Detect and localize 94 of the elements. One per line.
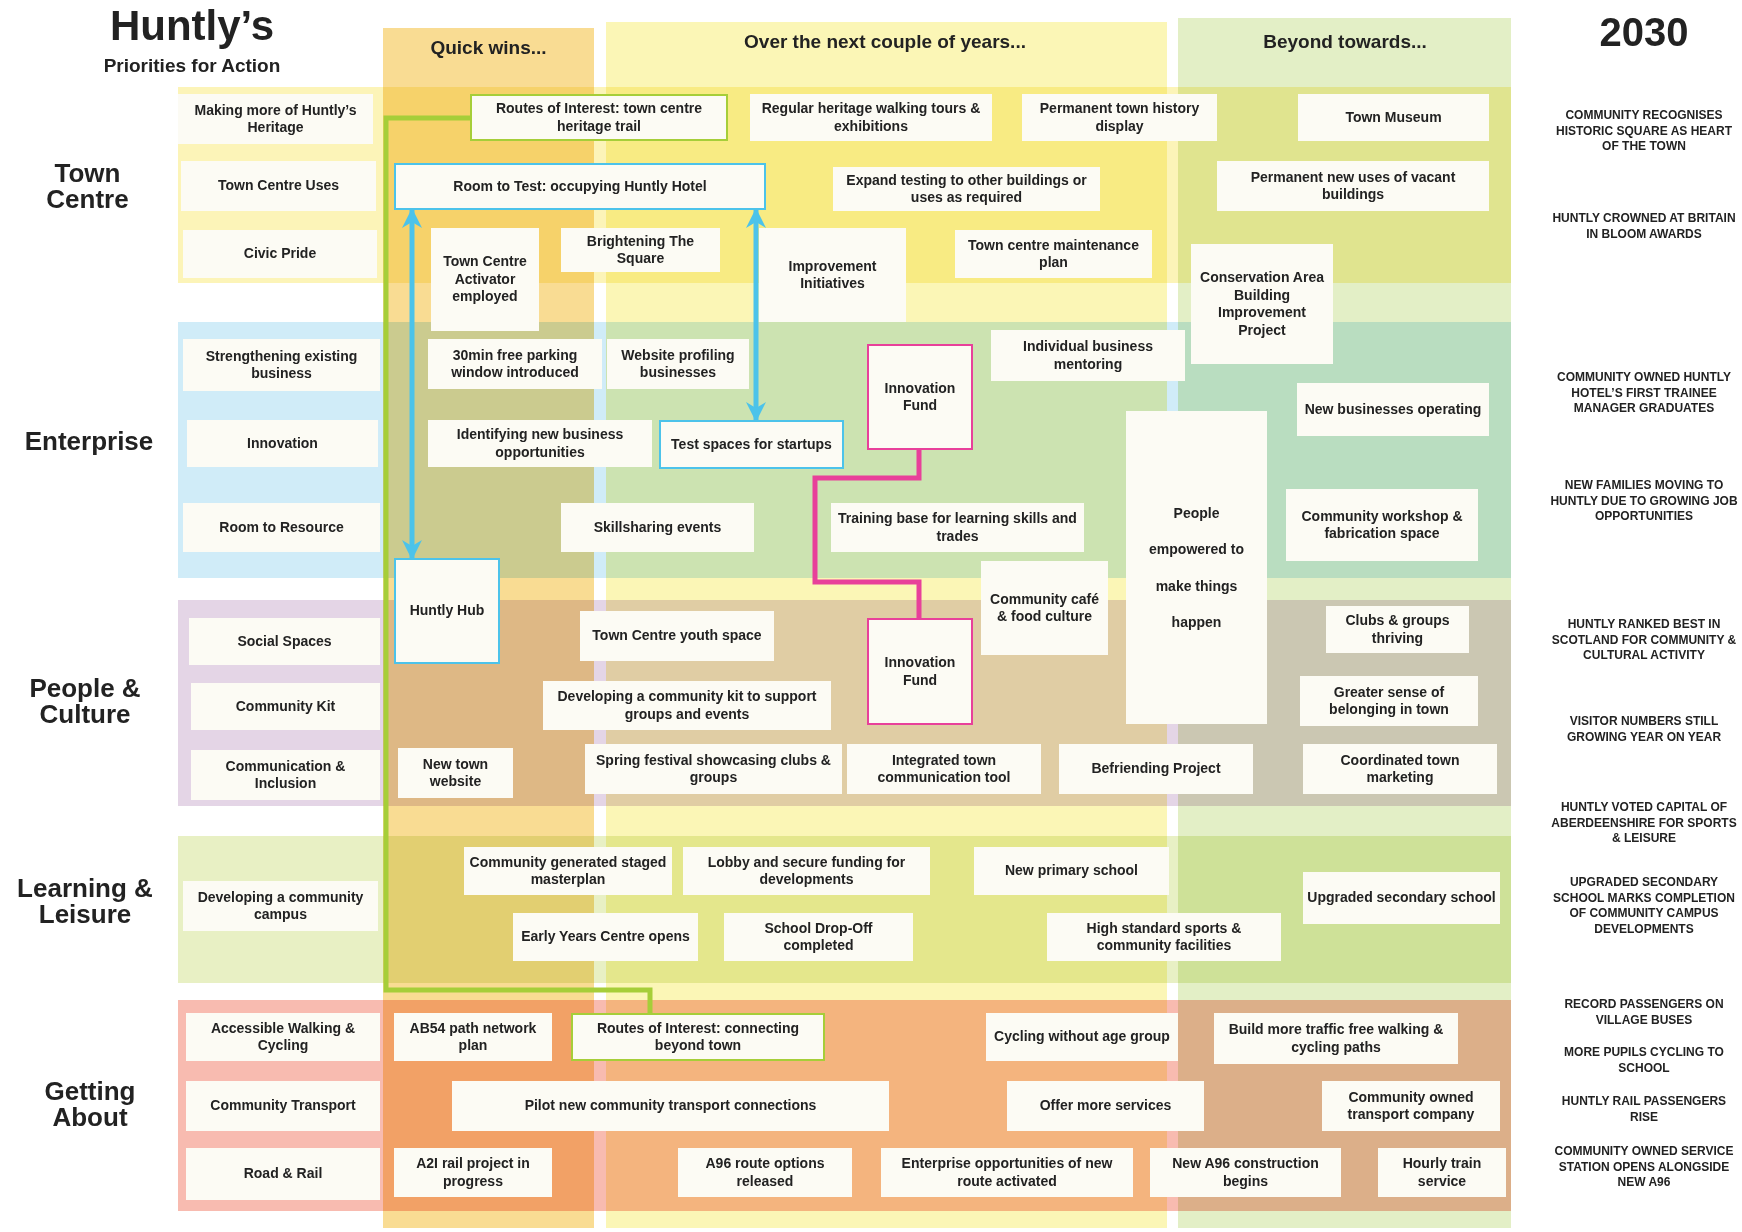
title: Huntly’s [108,2,276,50]
action-box: A96 route options released [678,1148,852,1197]
action-box: Skillsharing events [561,503,754,552]
double-arrow [402,208,422,560]
action-box: Room to Test: occupying Huntly Hotel [394,163,766,210]
action-box: Developing a community kit to support groups and events [543,681,831,730]
action-box: Routes of Interest: connecting beyond town [571,1013,825,1061]
outcome-text: COMMUNITY OWNED SERVICE STATION OPENS ALONGSIDE NEW A96 [1553,1144,1735,1191]
row-heading: Learning & Leisure [16,875,154,927]
action-box: Clubs & groups thriving [1326,606,1469,653]
outcome-text: NEW FAMILIES MOVING TO HUNTLY DUE TO GROWING JOB OPPORTUNITIES [1549,478,1739,525]
action-box: Innovation Fund [867,344,973,450]
year-heading: 2030 [1598,12,1690,52]
priority-box: Communication & Inclusion [191,750,380,800]
priority-box: Social Spaces [189,618,380,665]
priority-box: Community Kit [191,683,380,730]
action-box: Conservation Area Building Improvement Project [1191,244,1333,364]
action-box: Permanent new uses of vacant buildings [1217,161,1489,211]
action-box: Training base for learning skills and trades [831,503,1084,552]
action-box: Brightening The Square [561,228,720,272]
connector-line [812,450,922,618]
outcome-text: COMMUNITY RECOGNISES HISTORIC SQUARE AS HEART OF THE TOWN [1555,108,1733,155]
action-box: Improvement Initiatives [759,228,906,322]
priority-box: Making more of Huntly’s Heritage [178,94,373,144]
outcome-text: HUNTLY VOTED CAPITAL OF ABERDEENSHIRE FOR SPORTS & LEISURE [1550,800,1738,847]
action-box: Integrated town communication tool [847,744,1041,794]
outcome-text: VISITOR NUMBERS STILL GROWING YEAR ON YEAR [1565,714,1723,746]
action-box: A2I rail project in progress [394,1148,552,1197]
action-box: New businesses operating [1297,383,1489,436]
action-box: Town Centre youth space [580,611,774,661]
outcome-text: HUNTLY RANKED BEST IN SCOTLAND FOR COMMUNITY & CULTURAL ACTIVITY [1550,617,1738,664]
action-box: Test spaces for startups [659,420,844,469]
action-box: Early Years Centre opens [513,913,698,961]
priority-box: Strengthening existing business [183,339,380,391]
outcome-text: HUNTLY CROWNED AT BRITAIN IN BLOOM AWARDS [1551,211,1737,243]
action-box: People empowered to make things happen [1126,411,1267,724]
action-box: Community café & food culture [981,561,1108,655]
action-box: New A96 construction begins [1150,1148,1341,1197]
action-box: Town Museum [1298,94,1489,141]
priority-box: Developing a community campus [183,881,378,931]
action-box: Lobby and secure funding for developments [683,847,930,895]
action-box: Greater sense of belonging in town [1300,676,1478,726]
outcome-text: RECORD PASSENGERS ON VILLAGE BUSES [1563,997,1725,1029]
outcome-text: COMMUNITY OWNED HUNTLY HOTEL’S FIRST TRAINEE MANAGER GRADUATES [1556,370,1732,417]
column-heading: Beyond towards... [1262,30,1428,54]
action-box: Town centre maintenance plan [955,230,1152,278]
column-heading: Over the next couple of years... [743,30,1027,54]
row-heading: People & Culture [28,675,142,727]
action-box: High standard sports & community facilities [1047,913,1281,961]
row-heading: Getting About [43,1078,137,1130]
priority-box: Civic Pride [183,230,377,278]
priority-box: Road & Rail [186,1148,380,1200]
action-box: Individual business mentoring [991,330,1185,381]
action-box: Town Centre Activator employed [431,228,539,331]
action-box: Regular heritage walking tours & exhibitions [750,94,992,141]
action-box: Befriending Project [1059,744,1253,794]
outcome-text: HUNTLY RAIL PASSENGERS RISE [1560,1094,1728,1126]
action-box: Permanent town history display [1022,94,1217,141]
action-box: New primary school [974,847,1169,895]
action-box: Enterprise opportunities of new route activated [881,1148,1133,1197]
action-box: Build more traffic free walking & cycling paths [1214,1013,1458,1064]
action-box: School Drop-Off completed [724,913,913,961]
action-box: Community workshop & fabrication space [1286,489,1478,561]
action-box: Cycling without age group [986,1013,1178,1061]
row-heading: Town Centre [45,160,130,212]
action-box: Expand testing to other buildings or uses as required [833,167,1100,211]
action-box: New town website [398,748,513,798]
action-box: Spring festival showcasing clubs & groups [585,744,842,794]
double-arrow [746,208,766,422]
action-box: Identifying new business opportunities [428,420,652,467]
outcome-text: UPGRADED SECONDARY SCHOOL MARKS COMPLETION OF COMMUNITY CAMPUS DEVELOPMENTS [1552,875,1736,938]
action-box: Pilot new community transport connections [452,1081,889,1131]
priority-box: Town Centre Uses [181,161,376,211]
action-box: Community generated staged masterplan [464,847,672,895]
priority-box: Room to Resource [183,503,380,552]
action-box: Hourly train service [1378,1148,1506,1197]
action-box: Innovation Fund [867,618,973,725]
column-heading: Quick wins... [429,36,548,60]
action-box: Upgraded secondary school [1303,872,1500,924]
action-box: AB54 path network plan [394,1013,552,1061]
action-box: Website profiling businesses [607,339,749,389]
subtitle: Priorities for Action [102,54,282,78]
action-box: Offer more services [1007,1081,1204,1131]
action-box: Huntly Hub [394,558,500,664]
priority-box: Innovation [187,420,378,467]
action-box: Coordinated town marketing [1303,744,1497,794]
priority-box: Accessible Walking & Cycling [186,1013,380,1061]
outcome-text: MORE PUPILS CYCLING TO SCHOOL [1563,1045,1725,1077]
action-box: Community owned transport company [1322,1081,1500,1131]
action-box: Routes of Interest: town centre heritage trail [470,94,728,141]
priority-box: Community Transport [186,1081,380,1131]
row-heading: Enterprise [23,428,155,454]
action-box: 30min free parking window introduced [428,339,602,389]
connector-line [383,115,653,1013]
